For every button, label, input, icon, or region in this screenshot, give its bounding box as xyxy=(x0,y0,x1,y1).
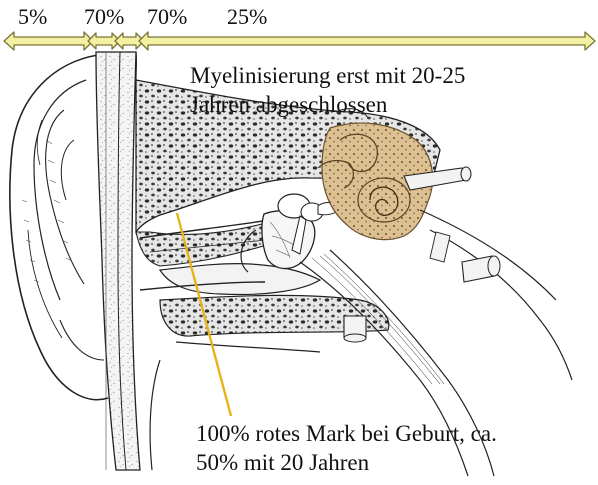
arrow-5-percent xyxy=(4,32,93,50)
marrow-line-2: 50% mit 20 Jahren xyxy=(196,449,497,478)
segment-label-3: 70% xyxy=(147,6,187,28)
marrow-line-1: 100% rotes Mark bei Geburt, ca. xyxy=(196,420,497,449)
myelination-line-1: Myelinisierung erst mit 20-25 xyxy=(190,62,465,91)
pinna xyxy=(10,55,108,400)
marrow-note: 100% rotes Mark bei Geburt, ca. 50% mit … xyxy=(196,420,497,478)
ear-canal-walls xyxy=(96,52,140,470)
segment-label-4: 25% xyxy=(227,6,267,28)
inner-ear xyxy=(318,109,471,240)
age-arrows xyxy=(4,32,595,50)
segment-label-2: 70% xyxy=(84,6,124,28)
segment-label-1: 5% xyxy=(18,6,47,28)
myelination-line-2: Jahren abgeschlossen xyxy=(190,91,465,120)
myelination-note: Myelinisierung erst mit 20-25 Jahren abg… xyxy=(190,62,465,120)
arrow-25-percent xyxy=(139,32,595,50)
